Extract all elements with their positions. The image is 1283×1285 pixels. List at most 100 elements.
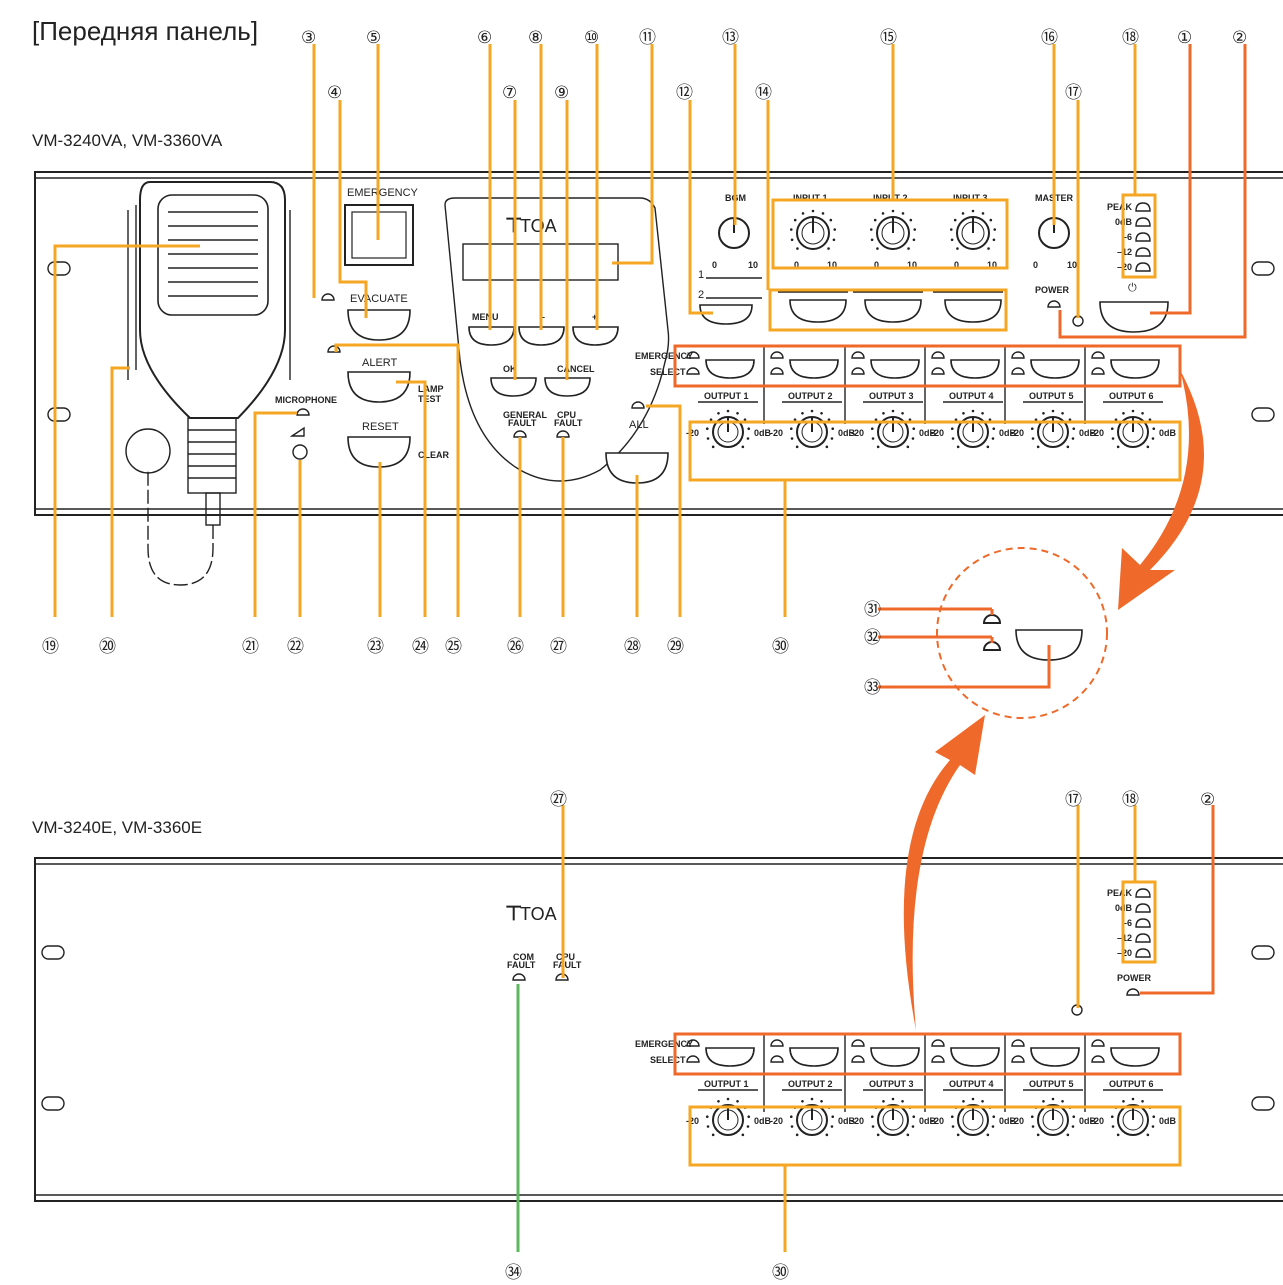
- callout-13: ⑬: [722, 28, 739, 48]
- select-led-3: [851, 367, 865, 375]
- output-select-button-6[interactable]: [1110, 1047, 1160, 1067]
- callout-18: ⑱: [1122, 28, 1139, 48]
- callout-lines: [53, 44, 1247, 1252]
- output-select-button-1[interactable]: [705, 1047, 755, 1067]
- meter-label: PEAK: [1107, 888, 1133, 898]
- master-min: 0: [1033, 260, 1038, 270]
- reset-label: RESET: [362, 421, 399, 433]
- callout-1: ①: [1177, 28, 1192, 48]
- emergency-led-6: [1091, 351, 1105, 359]
- zoom-select-led: [982, 641, 1002, 651]
- input-max: 10: [987, 260, 997, 270]
- callout-30-bottom: ㉚: [772, 1263, 789, 1283]
- menu-button[interactable]: [468, 326, 515, 346]
- output-knob-6[interactable]: [1110, 409, 1156, 449]
- minus-button[interactable]: [518, 326, 565, 346]
- output-select-button-3[interactable]: [870, 359, 920, 379]
- output-knob-3[interactable]: [870, 1097, 916, 1137]
- callout-31: ㉛: [864, 600, 881, 620]
- cancel-button[interactable]: [544, 377, 591, 397]
- evacuate-button[interactable]: [347, 309, 411, 341]
- output-select-button-6[interactable]: [1110, 359, 1160, 379]
- input-label-1: INPUT 1: [793, 193, 828, 203]
- select-led-3: [851, 1055, 865, 1063]
- callout-numbers: ③ ⑤ ④ ⑥ ⑧ ⑦ ⑨ ⑩ ⑪ ⑫ ⑬ ⑭ ⑮ ⑯ ⑰ ⑱ ① ② ⑲ ⑳ …: [42, 28, 1247, 1283]
- output-label-6: OUTPUT 6: [1109, 391, 1154, 401]
- output-min: -20: [770, 1116, 783, 1126]
- evacuate-label: EVACUATE: [350, 293, 408, 305]
- emergency-led-2: [770, 1039, 784, 1047]
- ok-button[interactable]: [490, 377, 537, 397]
- rack-hole: [1251, 945, 1275, 960]
- output-label-2: OUTPUT 2: [788, 391, 833, 401]
- meter-led: [1135, 202, 1151, 212]
- output-knob-1[interactable]: [705, 409, 751, 449]
- callout-14: ⑭: [755, 83, 772, 103]
- plus-button[interactable]: [572, 326, 619, 346]
- output-knob-5[interactable]: [1030, 409, 1076, 449]
- output-min: -20: [931, 1116, 944, 1126]
- input-select-button-1[interactable]: [789, 299, 847, 323]
- callout-17-bottom: ⑰: [1065, 790, 1082, 810]
- output-knob-5[interactable]: [1030, 1097, 1076, 1137]
- output-select-button-5[interactable]: [1030, 1047, 1080, 1067]
- bgm-select-button[interactable]: [699, 304, 753, 325]
- output-select-button-2[interactable]: [789, 1047, 839, 1067]
- output-select-button-5[interactable]: [1030, 359, 1080, 379]
- output-select-button-2[interactable]: [789, 359, 839, 379]
- select-led-5: [1011, 367, 1025, 375]
- output-select-button-4[interactable]: [950, 359, 1000, 379]
- brand-label: TOA: [520, 216, 557, 236]
- model-top: VM-3240VA, VM-3360VA: [32, 131, 223, 150]
- output-label-6: OUTPUT 6: [1109, 1079, 1154, 1089]
- select-led-4: [931, 1055, 945, 1063]
- emergency-row-label-bottom: EMERGENCY: [635, 1039, 693, 1049]
- all-led: [631, 401, 645, 409]
- output-select-button-1[interactable]: [705, 359, 755, 379]
- input-knob-3[interactable]: [949, 209, 997, 250]
- output-knob-4[interactable]: [950, 1097, 996, 1137]
- output-min: -20: [1091, 428, 1104, 438]
- callout-16: ⑯: [1041, 28, 1058, 48]
- callout-26: ㉖: [507, 637, 524, 657]
- input-knob-1[interactable]: [789, 209, 837, 250]
- input-select-button-3[interactable]: [944, 299, 1002, 323]
- output-knob-4[interactable]: [950, 409, 996, 449]
- output-knob-2[interactable]: [789, 409, 835, 449]
- output-select-button-4[interactable]: [950, 1047, 1000, 1067]
- clear-label: CLEAR: [418, 450, 449, 460]
- output-knob-3[interactable]: [870, 409, 916, 449]
- emergency-led-1: [686, 1039, 700, 1047]
- input-knob-2[interactable]: [869, 209, 917, 250]
- output-knob-1[interactable]: [705, 1097, 751, 1137]
- output-min: -20: [770, 428, 783, 438]
- output-knob-2[interactable]: [789, 1097, 835, 1137]
- callout-27-bottom: ㉗: [550, 790, 567, 810]
- callout-20: ⑳: [99, 637, 116, 657]
- input-select-button-2[interactable]: [864, 299, 922, 323]
- callout-9: ⑨: [554, 83, 569, 103]
- plus-label: +: [592, 312, 597, 322]
- callout-22: ㉒: [287, 637, 304, 657]
- meter-led: [1135, 918, 1151, 928]
- output-label-2: OUTPUT 2: [788, 1079, 833, 1089]
- select-led-2: [770, 367, 784, 375]
- select-led-6: [1091, 1055, 1105, 1063]
- output-select-button-3[interactable]: [870, 1047, 920, 1067]
- meter-led: [1135, 217, 1151, 227]
- emergency-led-5: [1011, 351, 1025, 359]
- rack-hole: [41, 945, 65, 960]
- mic-gain-trim[interactable]: [292, 444, 308, 460]
- output-knob-6[interactable]: [1110, 1097, 1156, 1137]
- callout-25: ㉕: [445, 637, 462, 657]
- bgm-min: 0: [712, 260, 717, 270]
- microphone-icon[interactable]: [125, 181, 291, 586]
- output-label-3: OUTPUT 3: [869, 391, 914, 401]
- arrow-to-zoom: [1118, 370, 1204, 610]
- output-label-3: OUTPUT 3: [869, 1079, 914, 1089]
- emergency-row-label: EMERGENCY: [635, 351, 693, 361]
- output-min: -20: [1091, 1116, 1104, 1126]
